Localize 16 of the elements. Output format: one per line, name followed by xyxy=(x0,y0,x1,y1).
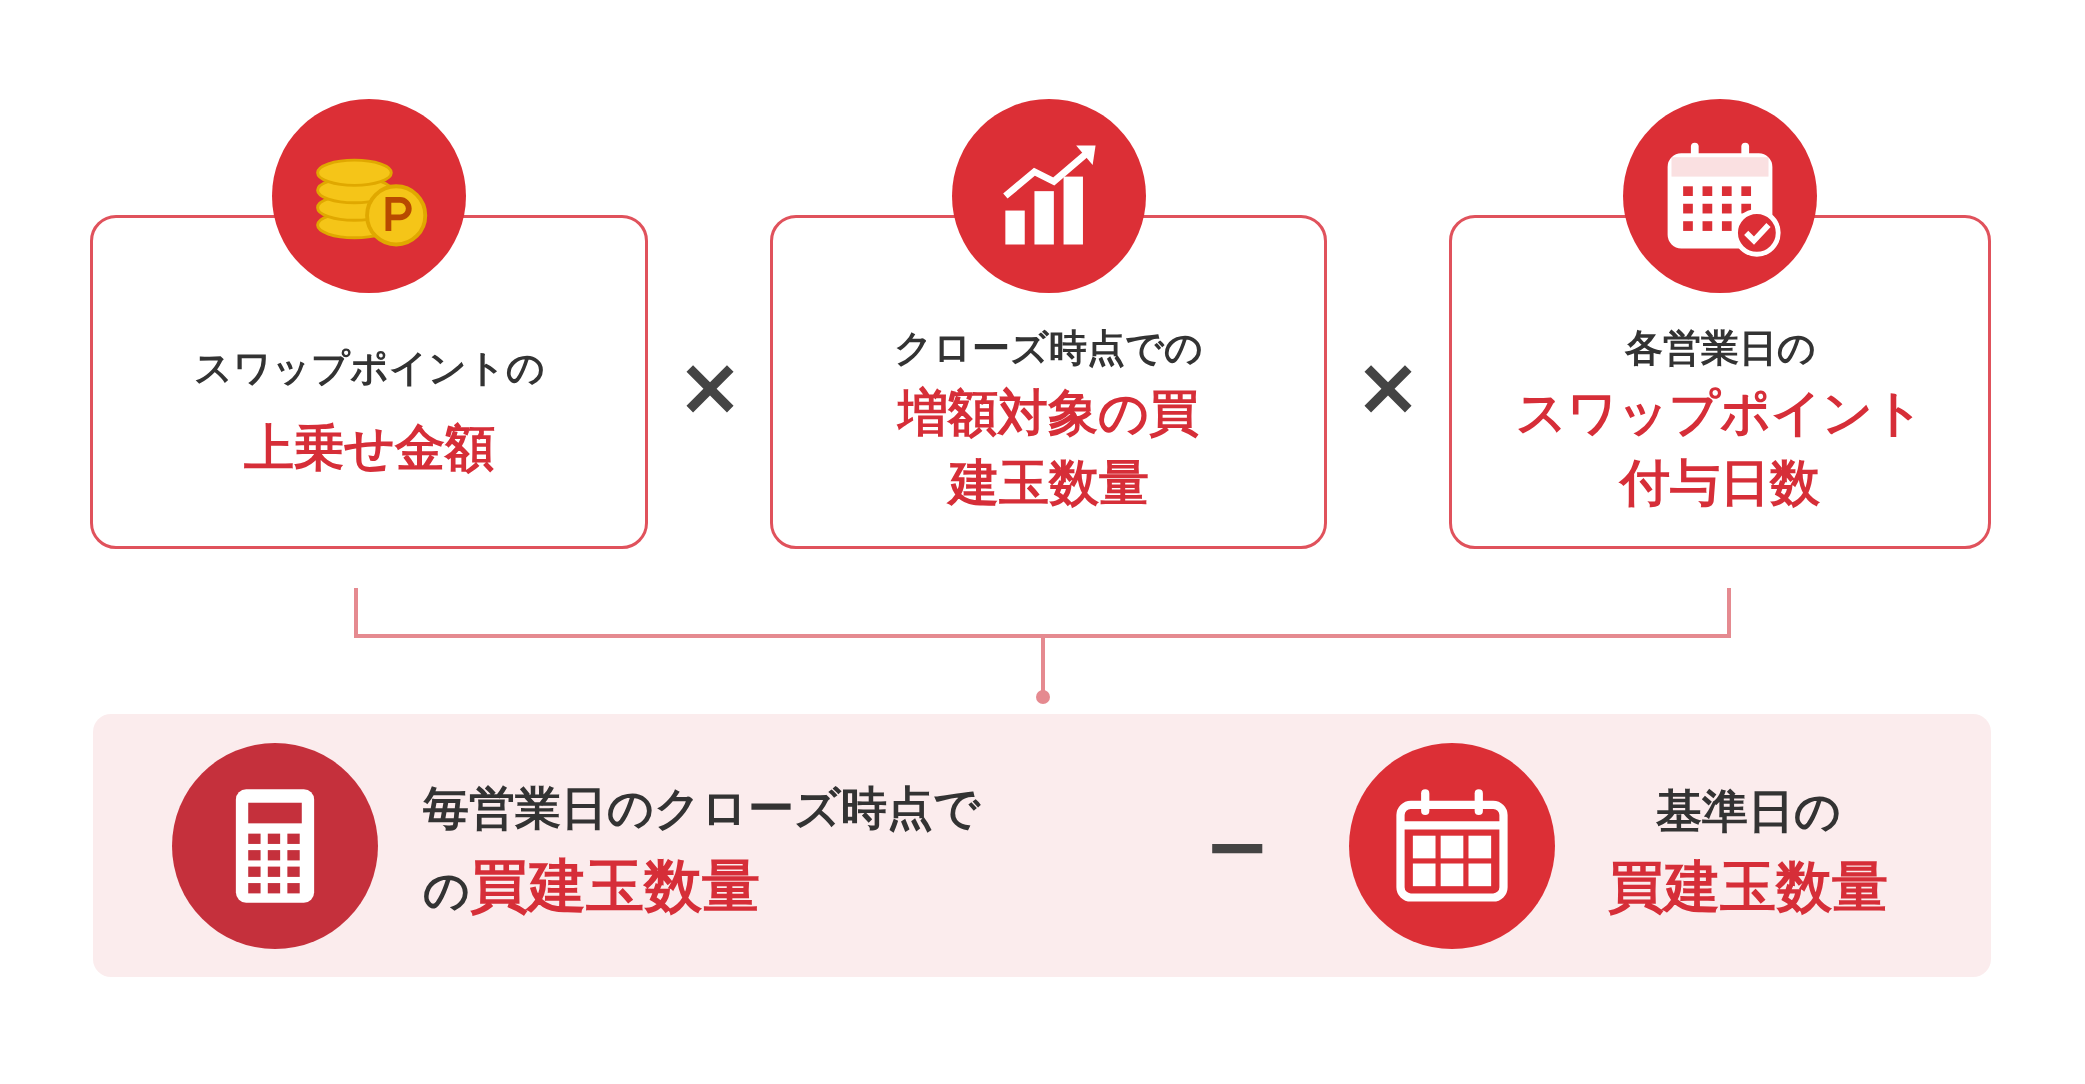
formula-text: 基準日の xyxy=(1654,783,1842,840)
card-text: クローズ時点での xyxy=(893,325,1204,372)
card-text: スワップポイントの xyxy=(192,345,546,392)
multiply-sign: × xyxy=(675,340,745,433)
formula-card xyxy=(770,215,1327,549)
card-highlight-text: 増額対象の買建玉数量 xyxy=(898,383,1199,514)
minus-sign: − xyxy=(1202,800,1272,893)
card-highlight-text: 上乗せ金額 xyxy=(242,418,496,479)
formula-card xyxy=(90,215,648,549)
formula-text: 毎営業日のクローズ時点での買建玉数量 xyxy=(423,769,993,929)
result-panel xyxy=(93,714,1991,977)
multiply-sign: × xyxy=(1353,340,1423,433)
formula-card xyxy=(1449,215,1991,549)
card-text: 各営業日の xyxy=(1623,325,1817,372)
formula-highlight-text: 買建玉数量 xyxy=(1607,853,1889,921)
card-highlight-text: スワップポイント付与日数 xyxy=(1515,383,1925,514)
